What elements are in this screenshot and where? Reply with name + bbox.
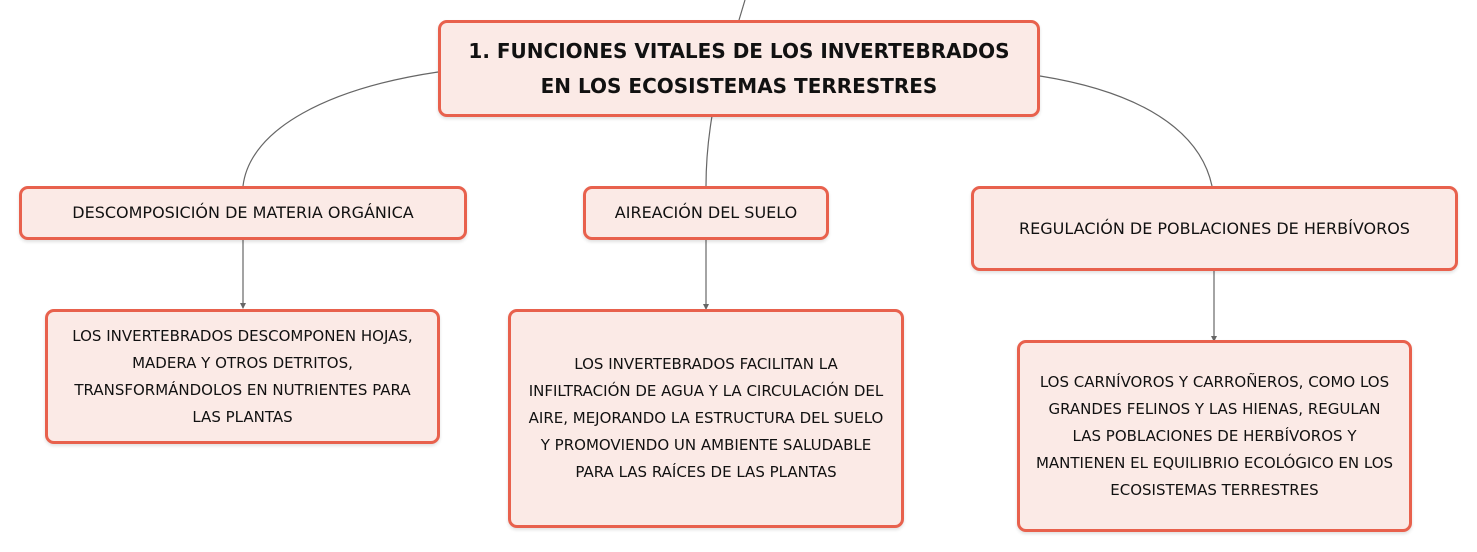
detail-text-regulacion: LOS CARNÍVOROS Y CARROÑEROS, COMO LOS GR… <box>1035 372 1394 499</box>
arrowhead-branch-1 <box>240 303 246 309</box>
detail-node-descomposicion[interactable]: LOS INVERTEBRADOS DESCOMPONEN HOJAS, MAD… <box>45 309 440 444</box>
root-topic-label: 1. FUNCIONES VITALES DE LOS INVERTEBRADO… <box>468 38 1010 98</box>
detail-text-aireacion: LOS INVERTEBRADOS FACILITAN LA INFILTRAC… <box>528 355 884 481</box>
connector-root-to-branch-1 <box>242 71 439 187</box>
branch-label-descomposicion: DESCOMPOSICIÓN DE MATERIA ORGÁNICA <box>72 203 414 222</box>
detail-text-descomposicion: LOS INVERTEBRADOS DESCOMPONEN HOJAS, MAD… <box>72 326 413 426</box>
branch-node-aireacion[interactable]: AIREACIÓN DEL SUELO <box>583 186 829 240</box>
detail-node-aireacion[interactable]: LOS INVERTEBRADOS FACILITAN LA INFILTRAC… <box>508 309 904 528</box>
connector-root-parent <box>738 0 746 21</box>
connector-root-to-branch-3 <box>1039 75 1213 187</box>
branch-node-regulacion[interactable]: REGULACIÓN DE POBLACIONES DE HERBÍVOROS <box>971 186 1458 271</box>
branch-label-aireacion: AIREACIÓN DEL SUELO <box>614 203 798 222</box>
branch-label-regulacion: REGULACIÓN DE POBLACIONES DE HERBÍVOROS <box>1019 218 1410 238</box>
root-topic-node[interactable]: 1. FUNCIONES VITALES DE LOS INVERTEBRADO… <box>438 20 1040 117</box>
branch-node-descomposicion[interactable]: DESCOMPOSICIÓN DE MATERIA ORGÁNICA <box>19 186 467 240</box>
detail-node-regulacion[interactable]: LOS CARNÍVOROS Y CARROÑEROS, COMO LOS GR… <box>1017 340 1412 532</box>
arrowhead-branch-2 <box>703 304 709 310</box>
connector-root-to-branch-2 <box>705 115 713 187</box>
arrowhead-branch-3 <box>1211 336 1217 342</box>
